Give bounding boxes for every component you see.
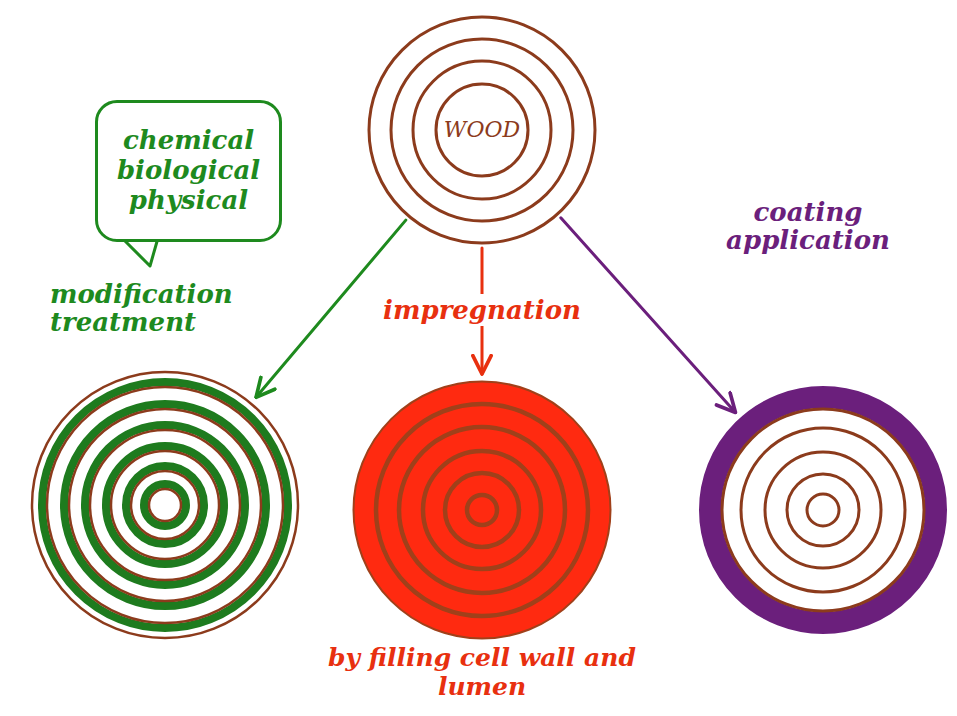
impregnated-disc [354,382,611,639]
modified-wood-circle [30,370,300,640]
modified-ring [64,404,266,606]
growth-ring [376,404,588,616]
modified-ring [85,425,245,585]
growth-ring [149,489,181,521]
growth-ring [423,451,541,569]
wood-rings [698,385,948,635]
growth-ring [399,427,565,593]
callout-text: chemical biological physical [117,126,260,216]
impregnated-wood-circle: by filling cell wall and lumen [312,380,652,702]
coating-layer [710,397,936,623]
growth-ring [787,474,859,546]
wood-circle: WOOD [367,15,597,245]
growth-ring [413,61,551,199]
arrow-label: coating application [726,198,890,254]
growth-ring [467,495,497,525]
growth-ring [445,473,519,547]
coated-wood-circle [698,385,948,635]
growth-ring [69,409,261,601]
arrow-label: modification treatment [50,280,233,336]
growth-ring [391,39,573,221]
growth-ring [131,471,199,539]
growth-ring [90,430,240,580]
growth-ring [436,84,528,176]
circle-label: WOOD [444,117,520,142]
outer-ring [722,409,924,611]
callout-bubble: chemical biological physical [95,100,282,242]
growth-ring [765,452,881,568]
arrow-label: impregnation [378,294,586,326]
growth-ring [807,494,839,526]
circle-caption: by filling cell wall and lumen [312,644,652,702]
modified-ring [126,466,204,544]
outer-ring [369,17,595,243]
process-arrow [561,218,736,413]
modified-ring [144,484,186,526]
outer-ring [32,372,298,638]
callout-tail [122,238,158,266]
growth-ring [111,451,219,559]
modified-ring [42,382,288,628]
growth-ring [47,387,283,623]
growth-ring [741,428,905,592]
wood-rings [352,380,612,640]
wood-rings [30,370,300,640]
modified-ring [106,446,224,564]
